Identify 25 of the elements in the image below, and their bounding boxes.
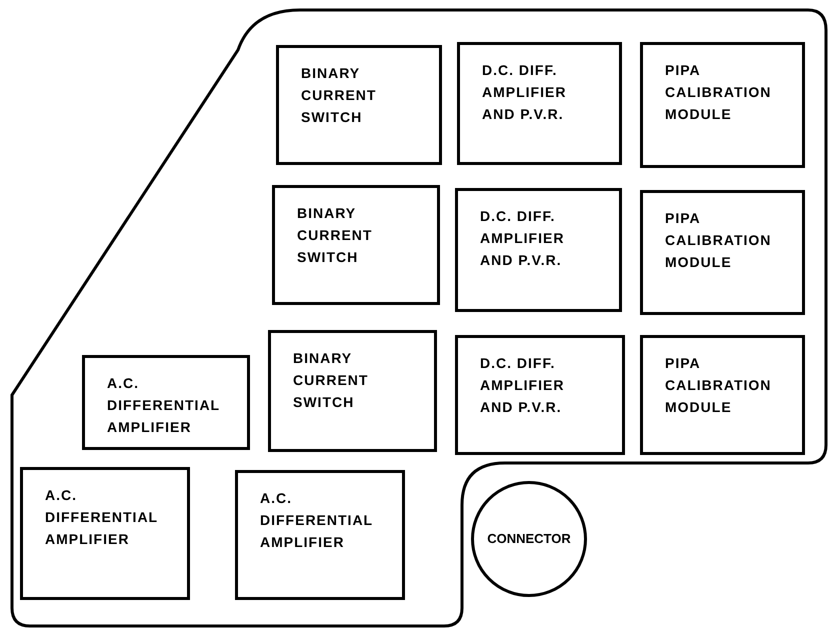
module-label: A.C. DIFFERENTIAL AMPLIFIER [45,486,157,549]
module-box [457,42,622,165]
module-label: BINARY CURRENT SWITCH [297,204,374,267]
module-box [235,470,405,600]
connector-label: CONNECTOR [487,530,571,548]
module-label: A.C. DIFFERENTIAL AMPLIFIER [260,489,372,552]
module-label: PIPA CALIBRATION MODULE [665,61,772,124]
module-box [82,355,250,450]
module-box [455,335,625,455]
module-box [268,330,437,452]
module-box [640,42,805,168]
module-label: PIPA CALIBRATION MODULE [665,209,772,272]
module-box [640,335,805,455]
module-box [272,185,440,305]
module-label: BINARY CURRENT SWITCH [293,349,370,412]
module-label: PIPA CALIBRATION MODULE [665,354,772,417]
module-label: BINARY CURRENT SWITCH [301,64,378,127]
module-label: D.C. DIFF. AMPLIFIER AND P.V.R. [480,354,566,417]
module-box [640,190,805,315]
module-box [20,467,190,600]
module-label: D.C. DIFF. AMPLIFIER AND P.V.R. [480,207,566,270]
module-label: A.C. DIFFERENTIAL AMPLIFIER [107,374,217,437]
module-box [455,188,622,312]
module-label: D.C. DIFF. AMPLIFIER AND P.V.R. [482,61,568,124]
module-box [276,45,442,165]
